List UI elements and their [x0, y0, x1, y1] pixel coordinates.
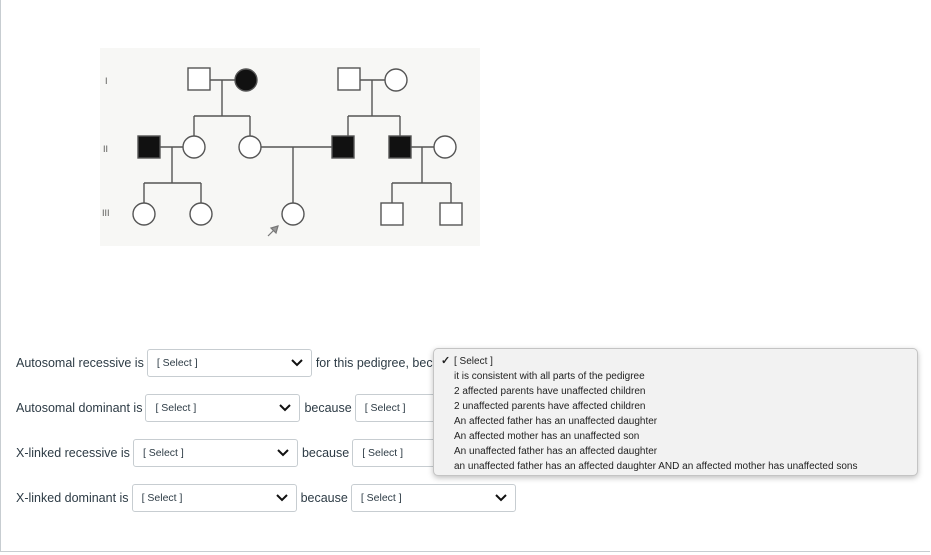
- male-affected: [331, 135, 355, 159]
- female-unaffected: [433, 135, 457, 159]
- male-unaffected: [380, 202, 404, 226]
- chevron-down-icon: [277, 449, 289, 457]
- male-unaffected: [439, 202, 463, 226]
- connector-text: because: [301, 446, 350, 460]
- female-unaffected: [238, 135, 262, 159]
- answer-select[interactable]: [ Select ]: [131, 484, 297, 512]
- dropdown-option[interactable]: an unaffected father has an affected dau…: [454, 461, 858, 472]
- connector-text: because: [300, 491, 348, 505]
- male-unaffected: [187, 67, 211, 91]
- connector-text: because: [304, 401, 352, 415]
- male-affected: [388, 135, 412, 159]
- generation-label: III: [102, 208, 110, 218]
- answer-select[interactable]: [ Select ]: [146, 349, 312, 377]
- chevron-down-icon: [279, 404, 292, 412]
- question-label: Autosomal recessive is: [16, 356, 144, 370]
- generation-label: II: [103, 144, 108, 154]
- dropdown-option[interactable]: An unaffected father has an affected dau…: [454, 446, 658, 457]
- question-row-x-linked-dominant: X-linked dominant is [ Select ] because …: [16, 483, 520, 513]
- reason-select[interactable]: [ Select ]: [350, 484, 516, 512]
- question-label: X-linked dominant is: [16, 491, 129, 505]
- chevron-down-icon: [495, 494, 507, 502]
- generation-label: I: [105, 76, 108, 86]
- dropdown-option[interactable]: An affected mother has an unaffected son: [454, 431, 640, 442]
- dropdown-option[interactable]: it is consistent with all parts of the p…: [454, 371, 645, 382]
- question-label: X-linked recessive is: [16, 446, 130, 460]
- pedigree-chart: I II III: [100, 48, 480, 246]
- female-unaffected: [189, 202, 213, 226]
- dropdown-option[interactable]: An affected father has an unaffected dau…: [454, 416, 658, 427]
- proband-arrow-icon: [267, 225, 279, 237]
- dropdown-option[interactable]: 2 unaffected parents have affected child…: [454, 401, 646, 412]
- question-row-autosomal-recessive: Autosomal recessive is [ Select ] for th…: [16, 348, 453, 378]
- answer-select[interactable]: [ Select ]: [145, 394, 301, 422]
- female-affected: [234, 68, 258, 92]
- question-label: Autosomal dominant is: [16, 401, 143, 415]
- answer-select[interactable]: [ Select ]: [132, 439, 298, 467]
- checkmark-icon: ✓: [441, 355, 451, 367]
- dropdown-option-selected[interactable]: ✓ [ Select ]: [441, 355, 493, 367]
- connector-text: for this pedigree, becaus: [315, 356, 453, 370]
- reason-dropdown-menu: ✓ [ Select ] it is consistent with all p…: [433, 348, 918, 476]
- male-affected: [137, 135, 161, 159]
- chevron-down-icon: [291, 359, 303, 367]
- chevron-down-icon: [275, 494, 288, 502]
- female-unaffected: [182, 135, 206, 159]
- dropdown-option[interactable]: 2 affected parents have unaffected child…: [454, 386, 646, 397]
- male-unaffected: [337, 67, 361, 91]
- female-unaffected: [132, 202, 156, 226]
- female-unaffected: [384, 68, 408, 92]
- female-unaffected: [281, 202, 305, 226]
